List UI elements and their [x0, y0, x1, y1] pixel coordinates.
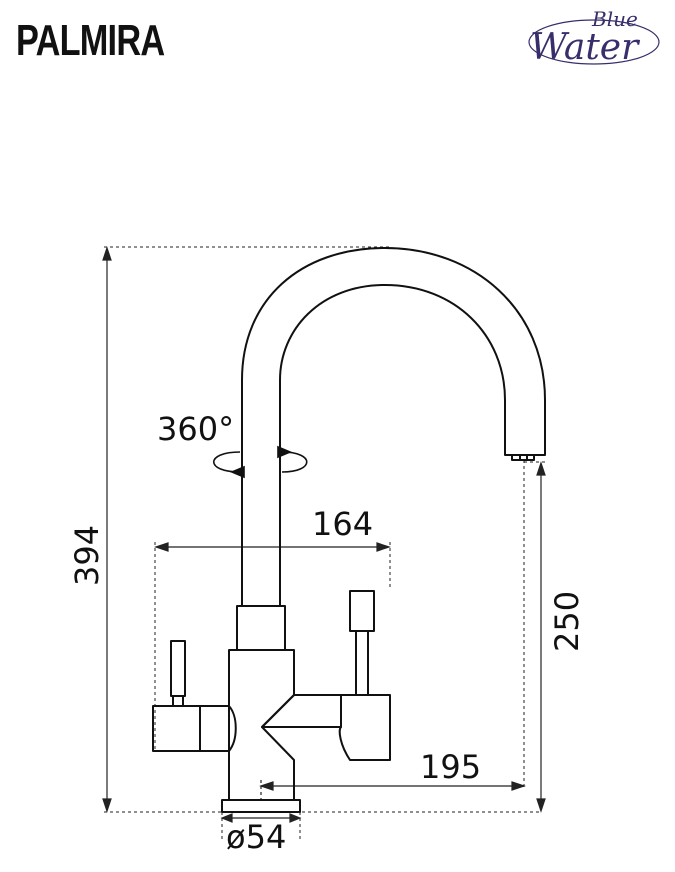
left-valve-housing	[152, 705, 201, 752]
left-valve-cap	[199, 705, 237, 752]
right-lever	[349, 590, 375, 632]
rotation-label: 360°	[157, 410, 234, 448]
logo-ellipse	[528, 19, 660, 65]
product-title: PALMIRA	[16, 16, 165, 65]
faucet-body	[152, 247, 546, 813]
logo-word-water: Water	[530, 27, 640, 68]
spout-outer	[241, 247, 546, 606]
neck-collar	[236, 605, 286, 651]
spout-height-label: 250	[548, 591, 586, 652]
left-lever	[170, 640, 186, 697]
base-diameter-label: ø54	[226, 818, 286, 856]
total-height-label: 394	[68, 525, 106, 586]
handles-width-label: 164	[312, 505, 373, 543]
spout-inner	[279, 284, 506, 606]
spout-reach-label: 195	[420, 748, 481, 786]
dimension-lines	[102, 246, 546, 823]
right-valve-arm	[261, 694, 342, 728]
main-body	[228, 649, 295, 801]
logo-word-blue: Blue	[591, 7, 638, 31]
base-plate	[221, 799, 301, 813]
rotation-icon	[212, 445, 308, 479]
right-valve-housing	[338, 694, 391, 761]
brand-logo: Blue Water	[528, 7, 660, 68]
